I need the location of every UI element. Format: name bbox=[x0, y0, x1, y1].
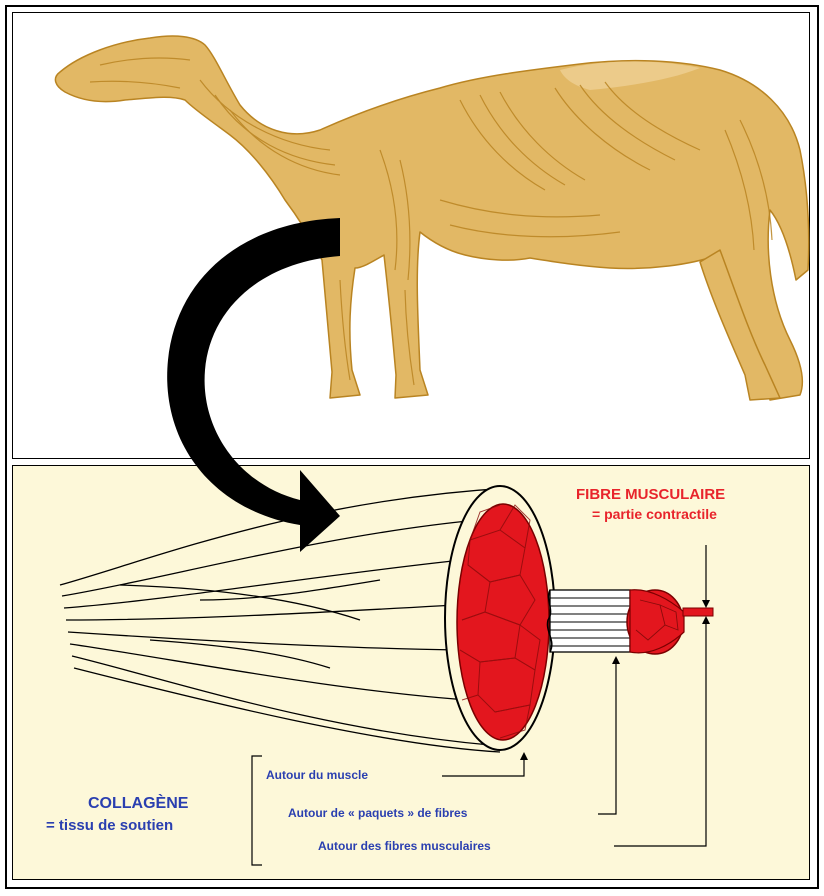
label-around-fibres: Autour des fibres musculaires bbox=[318, 839, 491, 853]
collagene-title: COLLAGÈNE bbox=[88, 795, 188, 813]
label-around-muscle: Autour du muscle bbox=[266, 768, 368, 782]
camel-icon bbox=[55, 36, 808, 400]
single-fibre bbox=[683, 608, 713, 616]
label-around-bundles: Autour de « paquets » de fibres bbox=[288, 806, 467, 820]
muscle-diagram bbox=[60, 486, 713, 752]
fiber-bundle bbox=[547, 590, 684, 654]
muscle-sheath-lines bbox=[60, 488, 510, 752]
collagene-subtitle: = tissu de soutien bbox=[46, 817, 173, 834]
curved-arrow-icon bbox=[167, 218, 340, 552]
fibre-subtitle: = partie contractile bbox=[592, 506, 717, 522]
fibre-title: FIBRE MUSCULAIRE bbox=[576, 486, 725, 503]
